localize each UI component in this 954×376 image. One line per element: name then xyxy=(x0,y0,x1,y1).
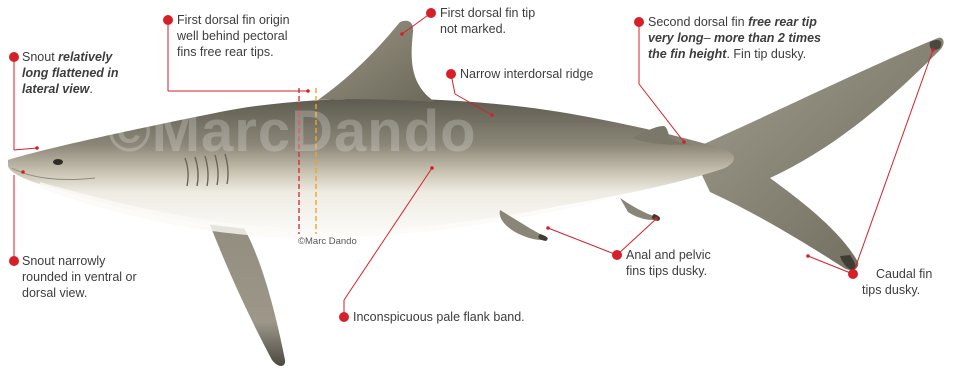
illustration-credit: ©Marc Dando xyxy=(298,236,357,247)
watermark: ©MarcDando xyxy=(108,98,477,165)
label-snout-ventral: Snout narrowly rounded in ventral or dor… xyxy=(22,253,182,301)
label-first-dorsal-origin: First dorsal fin origin well behind pect… xyxy=(177,12,327,60)
label-interdorsal-ridge: Narrow interdorsal ridge xyxy=(460,66,630,82)
label-first-dorsal-tip: First dorsal fin tip not marked. xyxy=(440,5,580,37)
label-caudal: Caudal fin tips dusky. xyxy=(862,266,952,298)
first-dorsal-fin xyxy=(318,21,435,102)
label-snout-lateral: Snout relatively long flattened in later… xyxy=(22,49,152,97)
label-flank-band: Inconspicuous pale flank band. xyxy=(353,309,583,325)
label-second-dorsal: Second dorsal fin free rear tip very lon… xyxy=(648,14,854,62)
label-anal-pelvic: Anal and pelvic fins tips dusky. xyxy=(626,247,746,279)
eye xyxy=(53,159,63,165)
